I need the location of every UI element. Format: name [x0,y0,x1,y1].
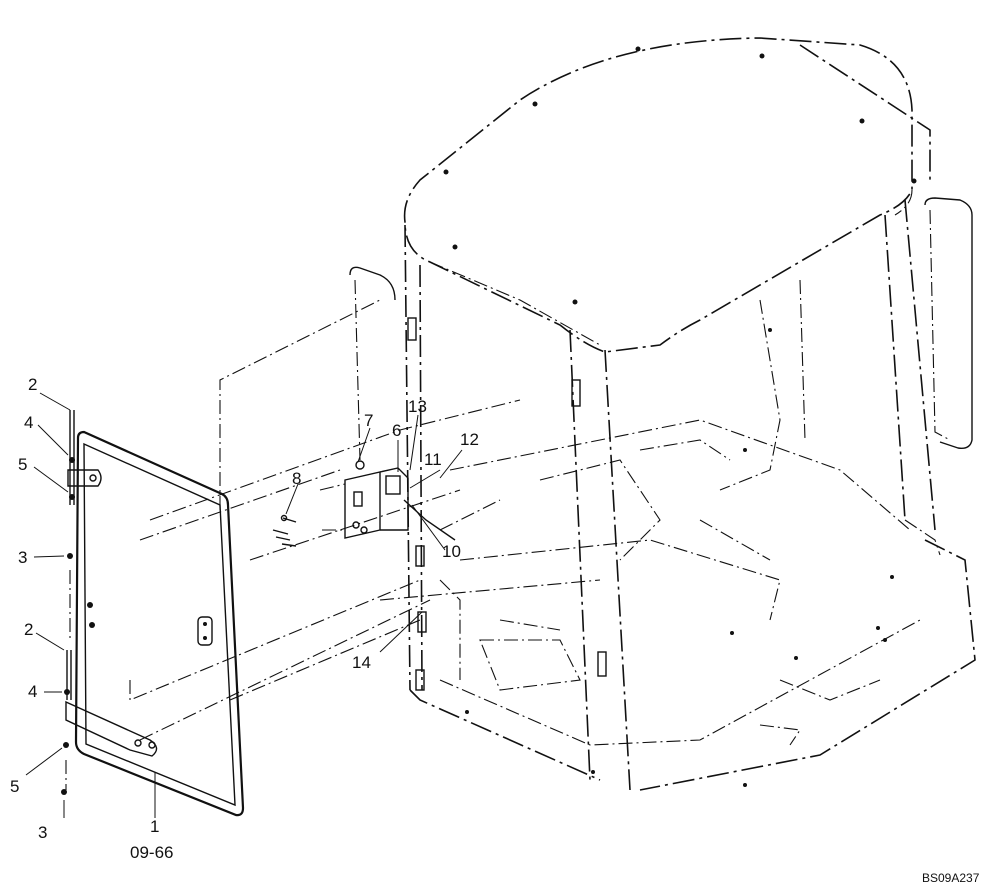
cab-roof [403,37,931,353]
assembly-lines [65,299,521,790]
callout-4-lower: 4 [28,682,37,701]
callout-1-reference: 09-66 [130,843,173,862]
callout-10: 10 [442,542,461,561]
cab-door [61,410,245,817]
callout-11: 11 [424,450,442,469]
callout-3-lower: 3 [38,823,47,842]
callout-14: 14 [352,653,371,672]
drawing-code: BS09A237 [922,871,980,885]
cab-frame [349,197,976,791]
callout-12: 12 [460,430,479,449]
latch-bracket-assembly [272,460,456,547]
callouts: 2 4 5 3 2 4 5 3 1 09-66 8 7 6 13 12 11 1… [10,375,479,862]
callout-4-upper: 4 [24,413,33,432]
callout-1: 1 [150,817,159,836]
callout-3-upper: 3 [18,548,27,567]
leader-lines [25,392,463,818]
callout-8: 8 [292,469,301,488]
callout-5-upper: 5 [18,455,27,474]
callout-2-lower: 2 [24,620,33,639]
callout-13: 13 [408,397,427,416]
callout-2-upper: 2 [28,375,37,394]
callout-6: 6 [392,421,401,440]
callout-5-lower: 5 [10,777,19,796]
callout-7: 7 [364,411,373,430]
